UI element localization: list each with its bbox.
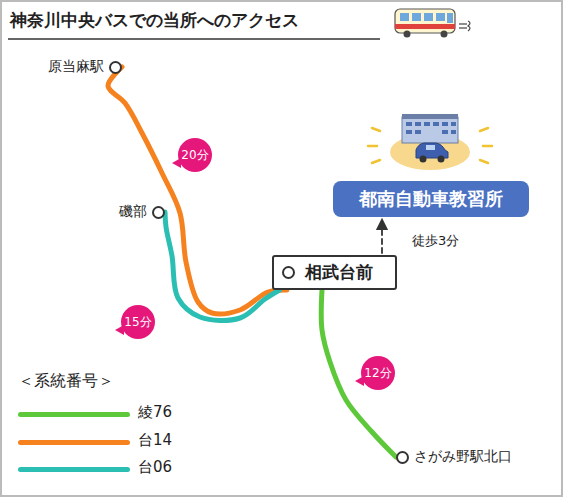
- bus-route: [165, 212, 280, 320]
- stop-marker: [152, 206, 165, 219]
- legend-heading: ＜系統番号＞: [18, 371, 114, 392]
- stop-marker: [282, 266, 295, 279]
- title-underline: [8, 38, 380, 40]
- bus-icon: [395, 9, 470, 38]
- route-number: 綾76: [138, 403, 172, 422]
- stop-name: 磯部: [119, 203, 147, 221]
- bus-stop: 原当麻駅: [48, 58, 122, 76]
- walking-route: [381, 219, 383, 253]
- route-number: 台14: [138, 431, 172, 450]
- time-bubble: 15分: [121, 305, 155, 339]
- legend-swatch: [18, 412, 130, 417]
- stop-marker: [396, 451, 409, 464]
- route-number: 台06: [138, 458, 172, 477]
- bus-stop: 磯部: [119, 203, 165, 221]
- school-illustration: [368, 114, 492, 170]
- walk-label: 徒歩3分: [410, 232, 461, 250]
- time-bubble: 12分: [361, 356, 395, 390]
- stop-marker: [109, 61, 122, 74]
- stop-name: さがみ野駅北口: [414, 448, 512, 466]
- bus-stop: さがみ野駅北口: [396, 448, 512, 466]
- legend-swatch: [18, 467, 130, 472]
- stop-name: 都南自動車教習所: [359, 188, 503, 209]
- transfer-stop: 相武台前: [272, 255, 397, 290]
- legend-swatch: [18, 440, 130, 445]
- bus-route: [321, 290, 396, 457]
- title: 神奈川中央バスでの当所へのアクセス: [10, 9, 299, 32]
- stop-name: 相武台前: [305, 261, 373, 284]
- time-bubble: 20分: [178, 138, 212, 172]
- bus-route: [108, 67, 287, 314]
- destination-box: 都南自動車教習所: [333, 181, 529, 217]
- stop-name: 原当麻駅: [48, 58, 104, 76]
